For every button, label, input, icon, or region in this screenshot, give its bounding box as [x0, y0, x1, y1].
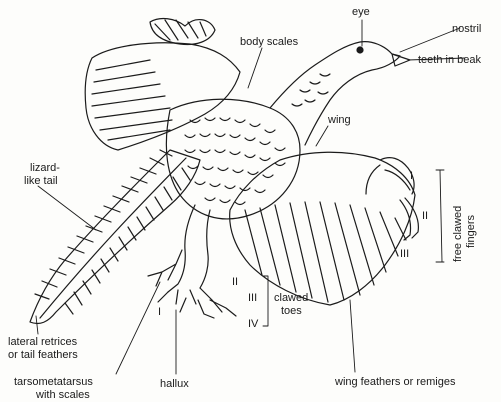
label-tarsometatarsus-line2: with scales: [36, 389, 90, 401]
label-free-clawed-fingers-line2: fingers: [465, 215, 477, 248]
label-wing: wing: [328, 114, 351, 126]
label-free-clawed-fingers-line1: free clawed: [452, 206, 464, 262]
left-wing: [85, 19, 240, 150]
label-lateral-retrices-line2: or tail feathers: [8, 349, 78, 361]
label-clawed-toes-line1: clawed: [274, 292, 308, 304]
label-finger-ii: II: [422, 210, 428, 222]
label-toe-i: I: [158, 306, 161, 318]
label-nostril: nostril: [452, 23, 481, 35]
right-wing: [230, 152, 419, 305]
head-neck: [270, 42, 410, 145]
legs: [148, 205, 236, 318]
label-body-scales: body scales: [240, 36, 298, 48]
label-lizard-like-tail-line2: like tail: [24, 175, 58, 187]
label-teeth-in-beak: teeth in beak: [418, 54, 481, 66]
label-clawed-toes-line2: toes: [281, 305, 302, 317]
label-hallux: hallux: [160, 378, 189, 390]
label-eye: eye: [352, 6, 370, 18]
body: [166, 99, 300, 219]
label-toe-ii: II: [232, 276, 238, 288]
label-toe-iv: IV: [248, 318, 258, 330]
label-finger-i: I: [410, 170, 413, 182]
label-tarsometatarsus-line1: tarsometatarsus: [14, 376, 93, 388]
label-finger-iii: III: [400, 248, 409, 260]
label-lateral-retrices-line1: lateral retrices: [8, 336, 77, 348]
label-wing-feathers: wing feathers or remiges: [335, 376, 455, 388]
label-toe-iii: III: [248, 292, 257, 304]
label-lizard-like-tail-line1: lizard-: [30, 162, 60, 174]
